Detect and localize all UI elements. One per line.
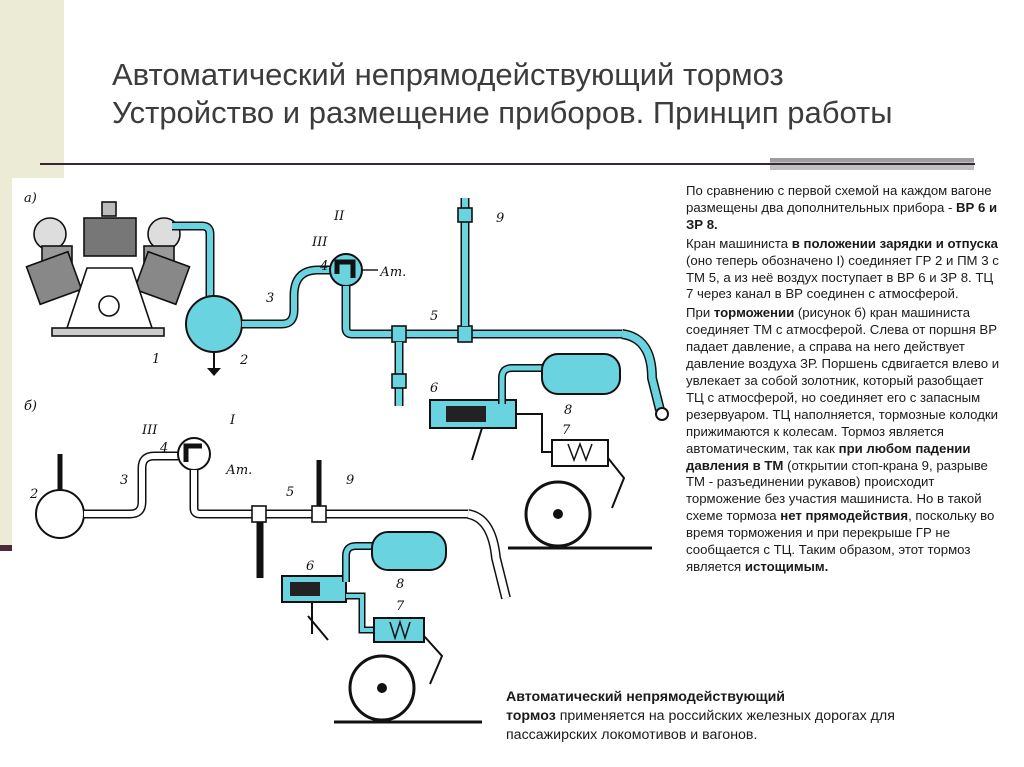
label-8b: 8 — [396, 577, 404, 592]
label-6b: 6 — [306, 559, 314, 574]
label-2: 2 — [239, 353, 248, 368]
left-decor-mark — [0, 545, 12, 551]
label-7: 7 — [562, 423, 571, 438]
brake-diagram-svg: а) 1 2 3 III II 4 Ат. 5 9 — [24, 191, 669, 724]
summary-line-3: пассажирских локомотивов и вагонов. — [506, 727, 758, 743]
title-rule — [40, 163, 975, 165]
label-roman-III-b: III — [141, 423, 158, 438]
label-atm-b: Ат. — [225, 463, 252, 478]
label-b: б) — [24, 399, 37, 414]
label-5b: 5 — [286, 485, 294, 500]
description-text: По сравнению с первой схемой на каждом в… — [686, 183, 1004, 578]
desc-p1-text: По сравнению с первой схемой на каждом в… — [686, 183, 992, 215]
desc-p3-d: при любом падении давления в ТМ — [686, 440, 971, 473]
desc-p3-f: нет прямодействия — [780, 508, 909, 524]
label-4: 4 — [319, 259, 328, 274]
label-roman-II-a: II — [333, 209, 345, 224]
desc-p2-b: в положении зарядки и отпуска — [791, 235, 998, 251]
desc-p3-g: , поскольку во время торможения и при пе… — [686, 508, 995, 574]
desc-p1: По сравнению с первой схемой на каждом в… — [686, 183, 1004, 234]
desc-p2-c: (оно теперь обозначено I) соединяет ГР 2… — [686, 252, 999, 302]
desc-p3-a: При — [686, 305, 714, 321]
brake-diagram: а) 1 2 3 III II 4 Ат. 5 9 — [12, 178, 682, 726]
label-atm-a: Ат. — [379, 265, 406, 280]
summary-text: Автоматический непрямодействующий тормоз… — [506, 688, 1006, 745]
label-8: 8 — [564, 403, 572, 418]
desc-p2-a: Кран машиниста — [686, 235, 792, 251]
label-5: 5 — [430, 309, 438, 324]
desc-p1-bold: ВР 6 и ЗР 8. — [686, 199, 998, 232]
summary-rest: применяется на российских железных дорог… — [555, 708, 895, 724]
label-3b: 3 — [120, 473, 128, 488]
summary-bold-1: Автоматический непрямодействующий — [506, 689, 786, 705]
title-rule-accent-dark — [770, 158, 974, 162]
summary-bold-2: тормоз — [506, 708, 556, 724]
label-9b: 9 — [346, 473, 354, 488]
label-roman-III-a: III — [311, 235, 328, 250]
desc-p3: При торможении (рисунок б) кран машинист… — [686, 305, 1004, 576]
compressor — [25, 201, 191, 337]
label-2b: 2 — [29, 487, 38, 502]
label-7b: 7 — [396, 599, 405, 614]
desc-p3-h: истощимым. — [744, 558, 829, 574]
label-9: 9 — [496, 211, 504, 226]
label-a: а) — [24, 191, 37, 206]
title-line-2: Устройство и размещение приборов. Принци… — [112, 95, 893, 130]
label-roman-I-b: I — [229, 413, 236, 428]
label-6: 6 — [430, 381, 438, 396]
label-4b: 4 — [159, 441, 168, 456]
desc-p3-c: (рисунок б) кран машиниста соединяет ТМ … — [686, 305, 1000, 456]
page-title: Автоматический непрямодействующий тормоз… — [112, 56, 992, 132]
desc-p3-b: торможении — [713, 305, 795, 321]
label-1: 1 — [152, 352, 160, 367]
desc-p2: Кран машиниста в положении зарядки и отп… — [686, 236, 1004, 304]
label-3: 3 — [266, 291, 274, 306]
desc-p3-e: (открытии стоп-крана 9, разрыве ТМ - раз… — [686, 457, 988, 524]
title-line-1: Автоматический непрямодействующий тормоз — [112, 57, 784, 92]
